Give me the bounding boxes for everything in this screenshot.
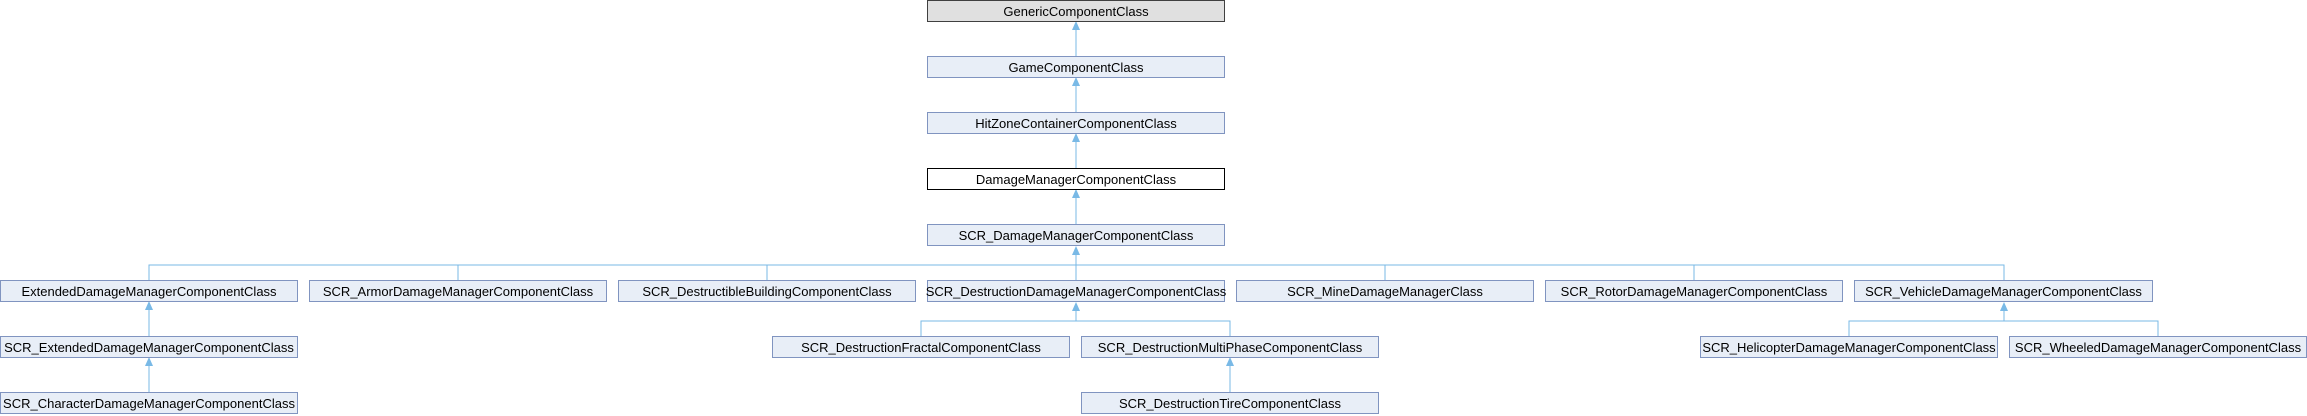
node-generic-component-class[interactable]: GenericComponentClass <box>927 0 1225 22</box>
node-scr-character-damage-manager-component-class[interactable]: SCR_CharacterDamageManagerComponentClass <box>0 392 298 414</box>
node-scr-extended-damage-manager-component-class[interactable]: SCR_ExtendedDamageManagerComponentClass <box>0 336 298 358</box>
node-scr-destruction-multiphase-component-class[interactable]: SCR_DestructionMultiPhaseComponentClass <box>1081 336 1379 358</box>
node-damage-manager-component-class: DamageManagerComponentClass <box>927 168 1225 190</box>
node-scr-helicopter-damage-manager-component-class[interactable]: SCR_HelicopterDamageManagerComponentClas… <box>1700 336 1998 358</box>
edge-vehicle-branches <box>1848 320 2159 336</box>
node-scr-destruction-fractal-component-class[interactable]: SCR_DestructionFractalComponentClass <box>772 336 1070 358</box>
node-scr-destructible-building-component-class[interactable]: SCR_DestructibleBuildingComponentClass <box>618 280 916 302</box>
node-scr-damage-manager-component-class[interactable]: SCR_DamageManagerComponentClass <box>927 224 1225 246</box>
node-game-component-class[interactable]: GameComponentClass <box>927 56 1225 78</box>
node-extended-damage-manager-component-class[interactable]: ExtendedDamageManagerComponentClass <box>0 280 298 302</box>
node-scr-wheeled-damage-manager-component-class[interactable]: SCR_WheeledDamageManagerComponentClass <box>2009 336 2307 358</box>
node-scr-vehicle-damage-manager-component-class[interactable]: SCR_VehicleDamageManagerComponentClass <box>1854 280 2153 302</box>
node-hitzone-container-component-class[interactable]: HitZoneContainerComponentClass <box>927 112 1225 134</box>
node-scr-destruction-tire-component-class[interactable]: SCR_DestructionTireComponentClass <box>1081 392 1379 414</box>
node-scr-mine-damage-manager-class[interactable]: SCR_MineDamageManagerClass <box>1236 280 1534 302</box>
node-scr-rotor-damage-manager-component-class[interactable]: SCR_RotorDamageManagerComponentClass <box>1545 280 1843 302</box>
node-scr-armor-damage-manager-component-class[interactable]: SCR_ArmorDamageManagerComponentClass <box>309 280 607 302</box>
node-scr-destruction-damage-manager-component-class[interactable]: SCR_DestructionDamageManagerComponentCla… <box>926 280 1226 302</box>
edge-destruction-branches <box>920 320 1231 336</box>
edge-level5-branches <box>148 264 2005 280</box>
